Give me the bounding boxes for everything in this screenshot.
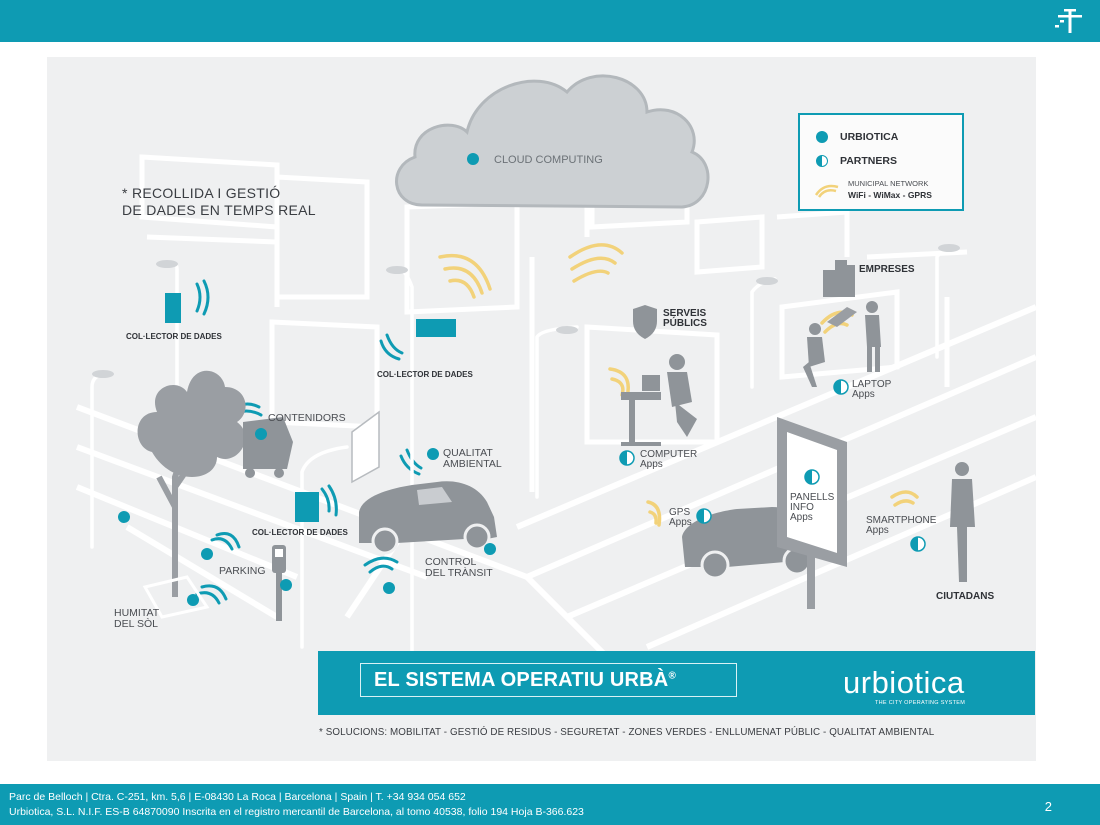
brand-wordmark: urbiotica: [843, 665, 965, 700]
sensor-signals: [195, 279, 423, 605]
label-panells-info-apps: PANELLS INFO Apps: [790, 492, 835, 523]
parking-meter: [272, 545, 286, 621]
urban-os-banner: EL SISTEMA OPERATIU URBÀ® urbiotica THE …: [318, 651, 1035, 715]
shield-icon: [633, 305, 657, 339]
city-scene: [75, 74, 1036, 660]
label-humitat-sol: HUMITAT DEL SÒL: [114, 607, 160, 630]
footer-address: Parc de Belloch | Ctra. C-251, km. 5,6 |…: [9, 791, 466, 803]
citizen-figure: [950, 462, 975, 582]
label-collector-1: COL·LECTOR DE DADES: [126, 332, 222, 341]
computer-user-figure: [621, 354, 697, 446]
label-serveis-publics: SERVEIS PÚBLICS: [663, 308, 707, 329]
legend-network-types: WiFi - WiMax - GPRS: [848, 190, 932, 200]
label-ciutadans: CIUTADANS: [936, 591, 995, 602]
urbiotica-dot-icon: [816, 131, 828, 144]
page-number: 2: [1044, 799, 1052, 814]
label-gps-apps: GPS Apps: [669, 507, 692, 528]
footer: Parc de Belloch | Ctra. C-251, km. 5,6 |…: [0, 784, 1100, 825]
solutions-line: * SOLUCIONS: MOBILITAT - GESTIÓ DE RESID…: [319, 727, 935, 738]
label-computer-apps: COMPUTER Apps: [640, 449, 698, 470]
cloud-computing-label: CLOUD COMPUTING: [494, 154, 603, 166]
partner-dot-icon: [816, 155, 828, 168]
empreses-building-icon: [823, 260, 855, 297]
label-collector-3: COL·LECTOR DE DADES: [252, 528, 348, 537]
banner-title: EL SISTEMA OPERATIU URBÀ®: [374, 669, 677, 691]
label-empreses: EMPRESES: [859, 264, 915, 275]
cloud-shape: [395, 74, 710, 209]
network-signal-icon: [814, 184, 839, 198]
tree-figure: [137, 370, 246, 619]
office-workers-figure: [803, 301, 881, 387]
partner-nodes: [619, 379, 926, 552]
diagram-note-title: * RECOLLIDA I GESTIÓ DE DADES EN TEMPS R…: [122, 185, 316, 218]
urbiotica-logo-icon: [1055, 9, 1082, 33]
label-collector-2: COL·LECTOR DE DADES: [377, 370, 473, 379]
data-collectors: [165, 293, 456, 522]
road-lines: [75, 304, 1036, 660]
footer-registry: Urbiotica, S.L. N.I.F. ES-B 64870090 Ins…: [9, 806, 584, 818]
info-panel: [777, 417, 847, 609]
label-laptop-apps: LAPTOP Apps: [852, 379, 892, 400]
city-diagram: * RECOLLIDA I GESTIÓ DE DADES EN TEMPS R…: [47, 57, 1036, 761]
label-contenidors: CONTENIDORS: [268, 412, 346, 424]
label-parking: PARKING: [219, 565, 266, 577]
label-control-transit: CONTROL DEL TRÀNSIT: [425, 556, 493, 579]
banner-title-frame: [360, 663, 737, 697]
legend-urbiotica: URBIOTICA: [816, 131, 898, 144]
legend-network-title: MUNICIPAL NETWORK: [848, 179, 929, 188]
urbiotica-nodes: [118, 153, 496, 606]
top-bar: [0, 0, 1100, 42]
lamp-heads: [92, 244, 960, 378]
container-figure: [243, 417, 293, 478]
legend: URBIOTICA PARTNERS MUNICIPAL NETWORK WiF…: [798, 113, 964, 211]
car-figure-left: [359, 481, 497, 555]
legend-partners: PARTNERS: [816, 155, 897, 168]
label-smartphone-apps: SMARTPHONE Apps: [866, 515, 937, 536]
traffic-sign: [351, 410, 380, 484]
label-qualitat-ambiental: QUALITAT AMBIENTAL: [443, 447, 502, 470]
brand-tagline: THE CITY OPERATING SYSTEM: [875, 700, 966, 706]
